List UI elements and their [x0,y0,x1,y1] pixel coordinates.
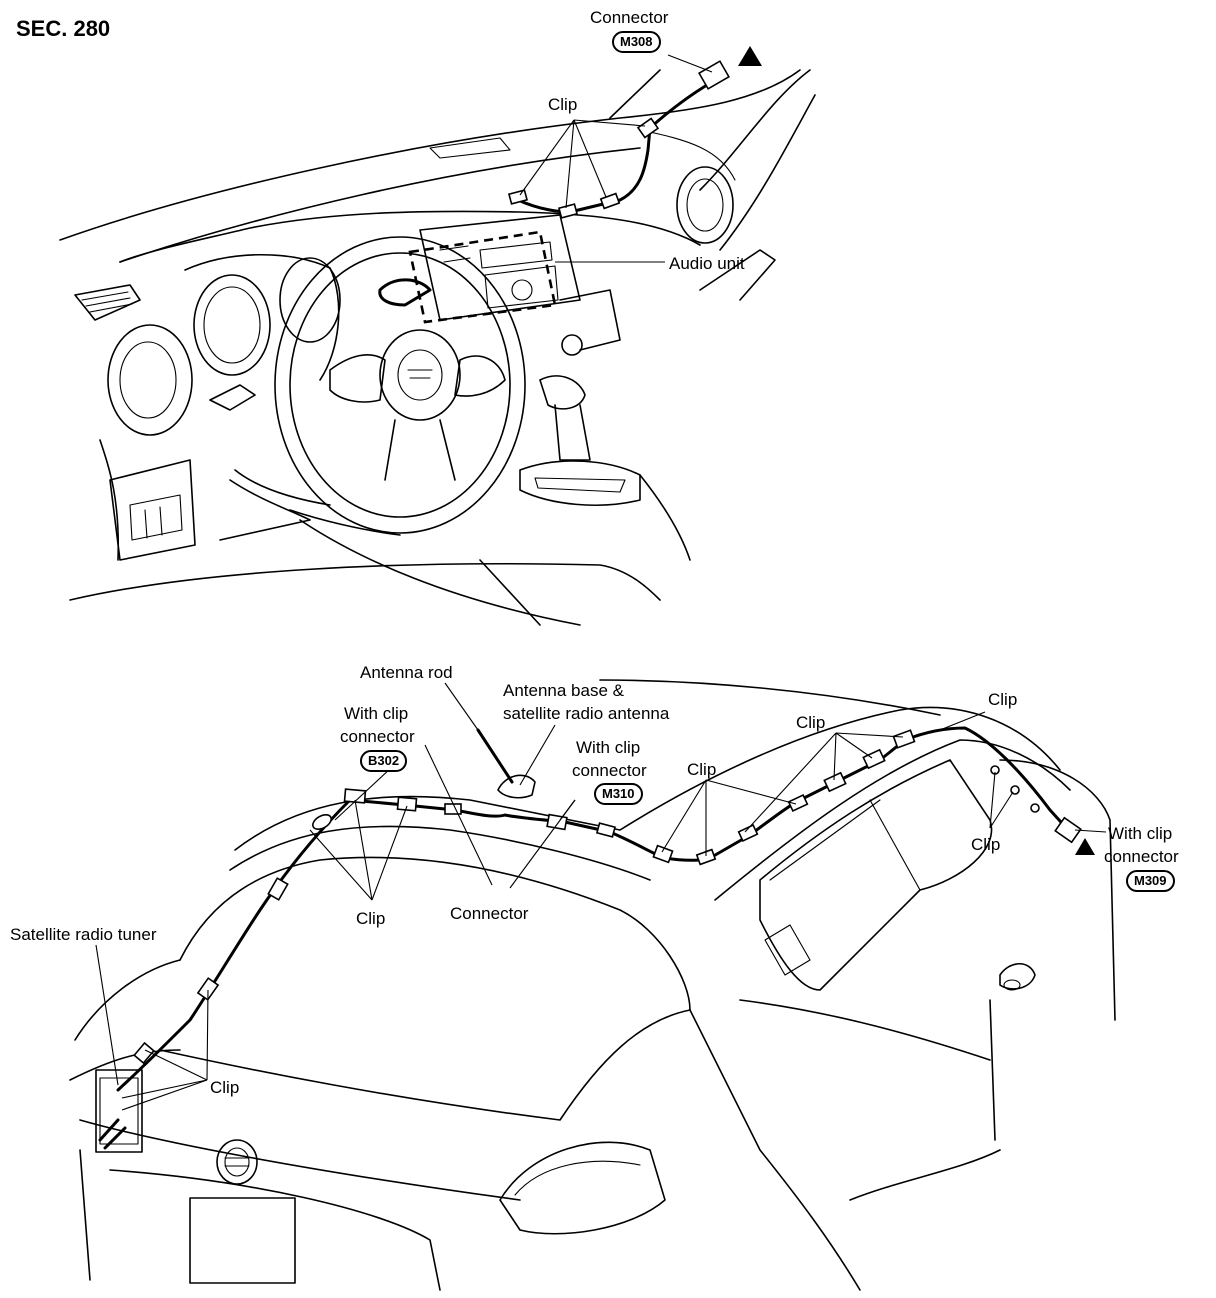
warning-triangle-icon-m309 [1075,838,1095,855]
with-clip-m310-line2: connector [572,761,647,780]
top-harness [507,46,762,263]
connector-code-m308: M308 [612,31,661,53]
clip-label-bottom: Clip [210,1078,240,1097]
connector-label-bottom: Connector [450,904,529,923]
bottom-harness [95,682,1107,1111]
with-clip-b302-line1: With clip [344,704,409,723]
instrument-panel-drawing [59,69,816,626]
with-clip-m309-line1: With clip [1108,824,1173,843]
clip-label-roof-rear: Clip [988,690,1018,709]
connector-code-m309: M309 [1126,870,1175,892]
clip-label-top-right: Clip [796,713,826,732]
antenna-base-label-line1: Antenna base & [503,681,624,700]
audio-unit-label: Audio unit [669,254,745,273]
vehicle-body-drawing [69,679,1116,1291]
clip-label-center: Clip [687,760,717,779]
clip-label-left: Clip [356,909,386,928]
connector-code-m310: M310 [594,783,643,805]
clip-label-top: Clip [548,95,578,114]
clip-label-right: Clip [971,835,1001,854]
satellite-radio-tuner-shape [95,1069,143,1153]
satellite-radio-tuner-label: Satellite radio tuner [10,925,157,944]
antenna-rod-label: Antenna rod [360,663,453,682]
with-clip-b302-line2: connector [340,727,415,746]
connector-label-top: Connector [590,8,669,27]
with-clip-m309-line2: connector [1104,847,1179,866]
antenna-base-label-line2: satellite radio antenna [503,704,670,723]
section-label: SEC. 280 [16,16,111,41]
warning-triangle-icon [738,46,762,66]
connector-code-b302: B302 [360,750,408,772]
with-clip-m310-line1: With clip [576,738,641,757]
